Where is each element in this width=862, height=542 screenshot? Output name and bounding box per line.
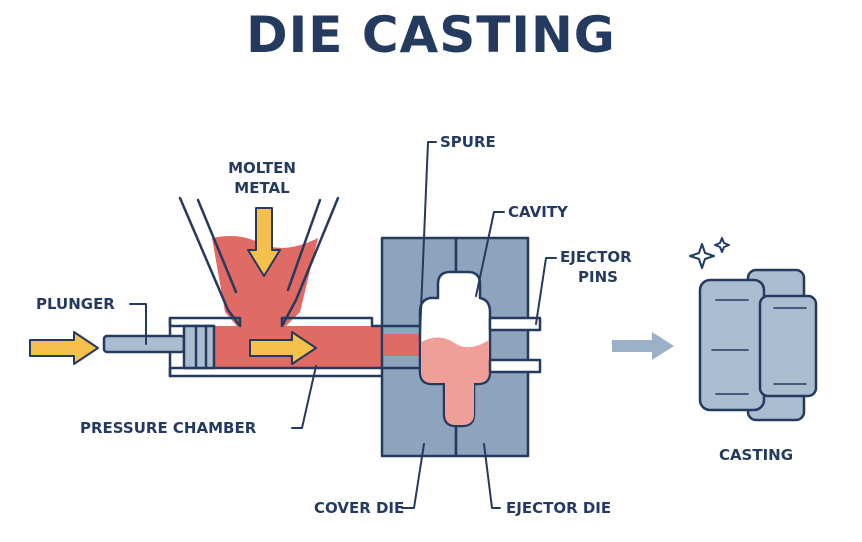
label-pressure-chamber: PRESSURE CHAMBER	[80, 419, 257, 437]
label-ejector-die: EJECTOR DIE	[506, 499, 611, 517]
label-ejector-pins-line1: EJECTOR	[560, 248, 632, 266]
label-cover-die: COVER DIE	[314, 499, 404, 517]
flow-arrow-icon	[249, 331, 317, 365]
plunger	[102, 324, 216, 370]
sparkle-icon	[689, 237, 730, 269]
push-arrow-icon	[29, 331, 99, 365]
pour-arrow-icon	[247, 207, 281, 277]
molten-metal-ladle	[178, 196, 340, 330]
cavity	[418, 270, 492, 428]
result-arrow-icon	[612, 332, 674, 360]
ejector-pins	[488, 316, 542, 374]
casting	[698, 268, 818, 422]
label-molten-metal-line2: METAL	[234, 179, 290, 197]
label-ejector-pins-line2: PINS	[578, 268, 618, 286]
page-title: DIE CASTING	[246, 6, 616, 64]
label-spure: SPURE	[440, 133, 496, 151]
label-molten-metal-line1: MOLTEN	[228, 159, 296, 177]
label-plunger: PLUNGER	[36, 295, 115, 313]
label-cavity: CAVITY	[508, 203, 569, 221]
label-casting: CASTING	[719, 446, 793, 464]
